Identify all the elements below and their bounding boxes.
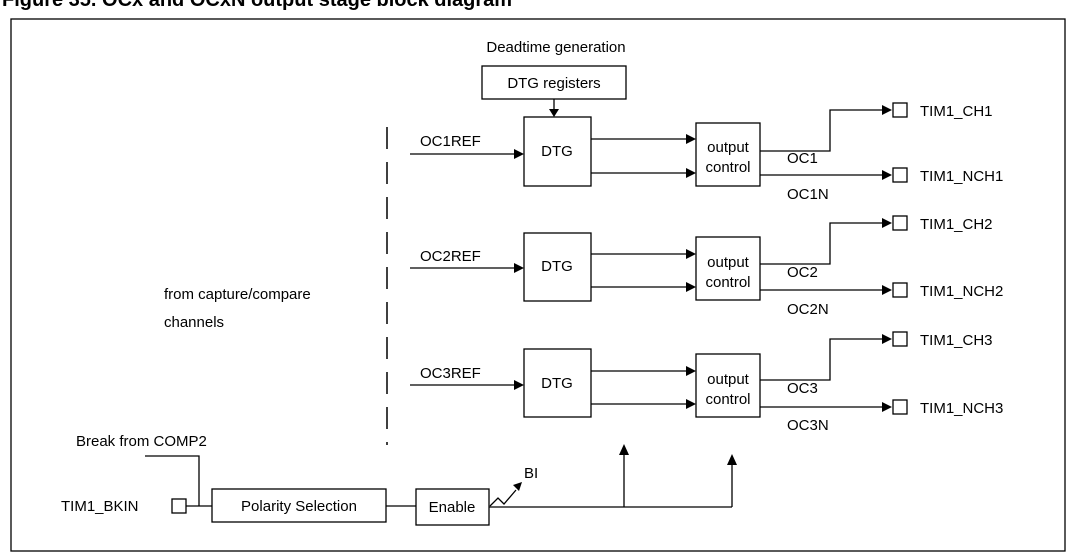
polarity-selection-box xyxy=(211,488,387,523)
pin-label-ch2: TIM1_CH2 xyxy=(920,216,993,233)
arrow-down-icon xyxy=(549,109,559,117)
arrow-up-right-icon xyxy=(513,482,522,491)
figure-frame xyxy=(10,18,1066,552)
pin-square-icon xyxy=(171,498,187,514)
arrow-right-icon xyxy=(686,399,696,409)
dtg-box-3 xyxy=(523,348,592,418)
output-control-label-1b: control xyxy=(705,159,750,176)
pin-label-ch3: TIM1_CH3 xyxy=(920,332,993,349)
oc2ref-label: OC2REF xyxy=(420,248,481,265)
pin-label-nch3: TIM1_NCH3 xyxy=(920,400,1003,417)
oc3-line xyxy=(760,338,882,381)
enable-label: Enable xyxy=(429,499,476,516)
pin-square-icon xyxy=(892,331,908,347)
arrow-right-icon xyxy=(882,334,892,344)
arrow-up-icon xyxy=(727,454,737,465)
oc2-label: OC2 xyxy=(787,264,818,281)
side-note-line1: from capture/compare xyxy=(164,286,311,303)
output-control-box-3 xyxy=(695,353,761,418)
bkin-pin-label: TIM1_BKIN xyxy=(61,498,139,515)
figure-title: Figure 35. OCx and OCxN output stage blo… xyxy=(2,0,513,11)
dtg-registers-label: DTG registers xyxy=(507,75,600,92)
dtg-box-1 xyxy=(523,116,592,187)
pin-square-icon xyxy=(892,215,908,231)
side-note-line2: channels xyxy=(164,314,224,331)
break-path: Break from COMP2 TIM1_BKIN Polarity Sele… xyxy=(61,433,737,526)
output-control-box-1 xyxy=(695,122,761,187)
arrow-right-icon xyxy=(686,282,696,292)
pin-label-nch1: TIM1_NCH1 xyxy=(920,168,1003,185)
arrow-right-icon xyxy=(882,105,892,115)
arrow-right-icon xyxy=(882,285,892,295)
oc2-line xyxy=(760,222,882,265)
pin-square-icon xyxy=(892,399,908,415)
arrow-right-icon xyxy=(686,249,696,259)
oc3n-label: OC3N xyxy=(787,417,829,434)
channel-2: OC2REF DTG output control TIM1_CH2 OC2 T… xyxy=(410,215,1003,318)
arrow-right-icon xyxy=(686,134,696,144)
arrow-right-icon xyxy=(882,402,892,412)
dtg-label-3: DTG xyxy=(541,375,573,392)
oc1n-label: OC1N xyxy=(787,186,829,203)
arrow-right-icon xyxy=(882,218,892,228)
arrow-right-icon xyxy=(686,366,696,376)
bi-label: BI xyxy=(524,465,538,482)
channel-3: OC3REF DTG output control TIM1_CH3 OC3 T… xyxy=(410,331,1003,434)
enable-box xyxy=(415,488,490,526)
output-control-label-3a: output xyxy=(707,371,750,388)
arrow-up-icon xyxy=(619,444,629,455)
pin-square-icon xyxy=(892,282,908,298)
output-control-label-2a: output xyxy=(707,254,750,271)
pin-square-icon xyxy=(892,102,908,118)
output-control-box-2 xyxy=(695,236,761,301)
oc1ref-label: OC1REF xyxy=(420,133,481,150)
dtg-box-2 xyxy=(523,232,592,302)
bi-lightning-icon xyxy=(489,489,517,507)
pin-square-icon xyxy=(892,167,908,183)
oc1-line xyxy=(760,109,882,152)
comp2-line xyxy=(145,455,200,506)
dtg-label-1: DTG xyxy=(541,143,573,160)
break-comp-label: Break from COMP2 xyxy=(76,433,207,450)
deadtime-caption: Deadtime generation xyxy=(486,39,625,56)
arrow-right-icon xyxy=(514,263,524,273)
pin-label-ch1: TIM1_CH1 xyxy=(920,103,993,120)
polarity-selection-label: Polarity Selection xyxy=(241,498,357,515)
oc1-label: OC1 xyxy=(787,150,818,167)
channel-1: OC1REF DTG output control TIM1_CH1 OC1 T… xyxy=(410,102,1003,203)
output-control-label-3b: control xyxy=(705,391,750,408)
arrow-right-icon xyxy=(514,380,524,390)
pin-label-nch2: TIM1_NCH2 xyxy=(920,283,1003,300)
arrow-right-icon xyxy=(514,149,524,159)
output-control-label-2b: control xyxy=(705,274,750,291)
arrow-right-icon xyxy=(686,168,696,178)
oc3-label: OC3 xyxy=(787,380,818,397)
oc3ref-label: OC3REF xyxy=(420,365,481,382)
output-control-label-1a: output xyxy=(707,139,750,156)
dtg-registers-box xyxy=(481,65,627,100)
arrow-right-icon xyxy=(882,170,892,180)
oc2n-label: OC2N xyxy=(787,301,829,318)
dtg-label-2: DTG xyxy=(541,258,573,275)
